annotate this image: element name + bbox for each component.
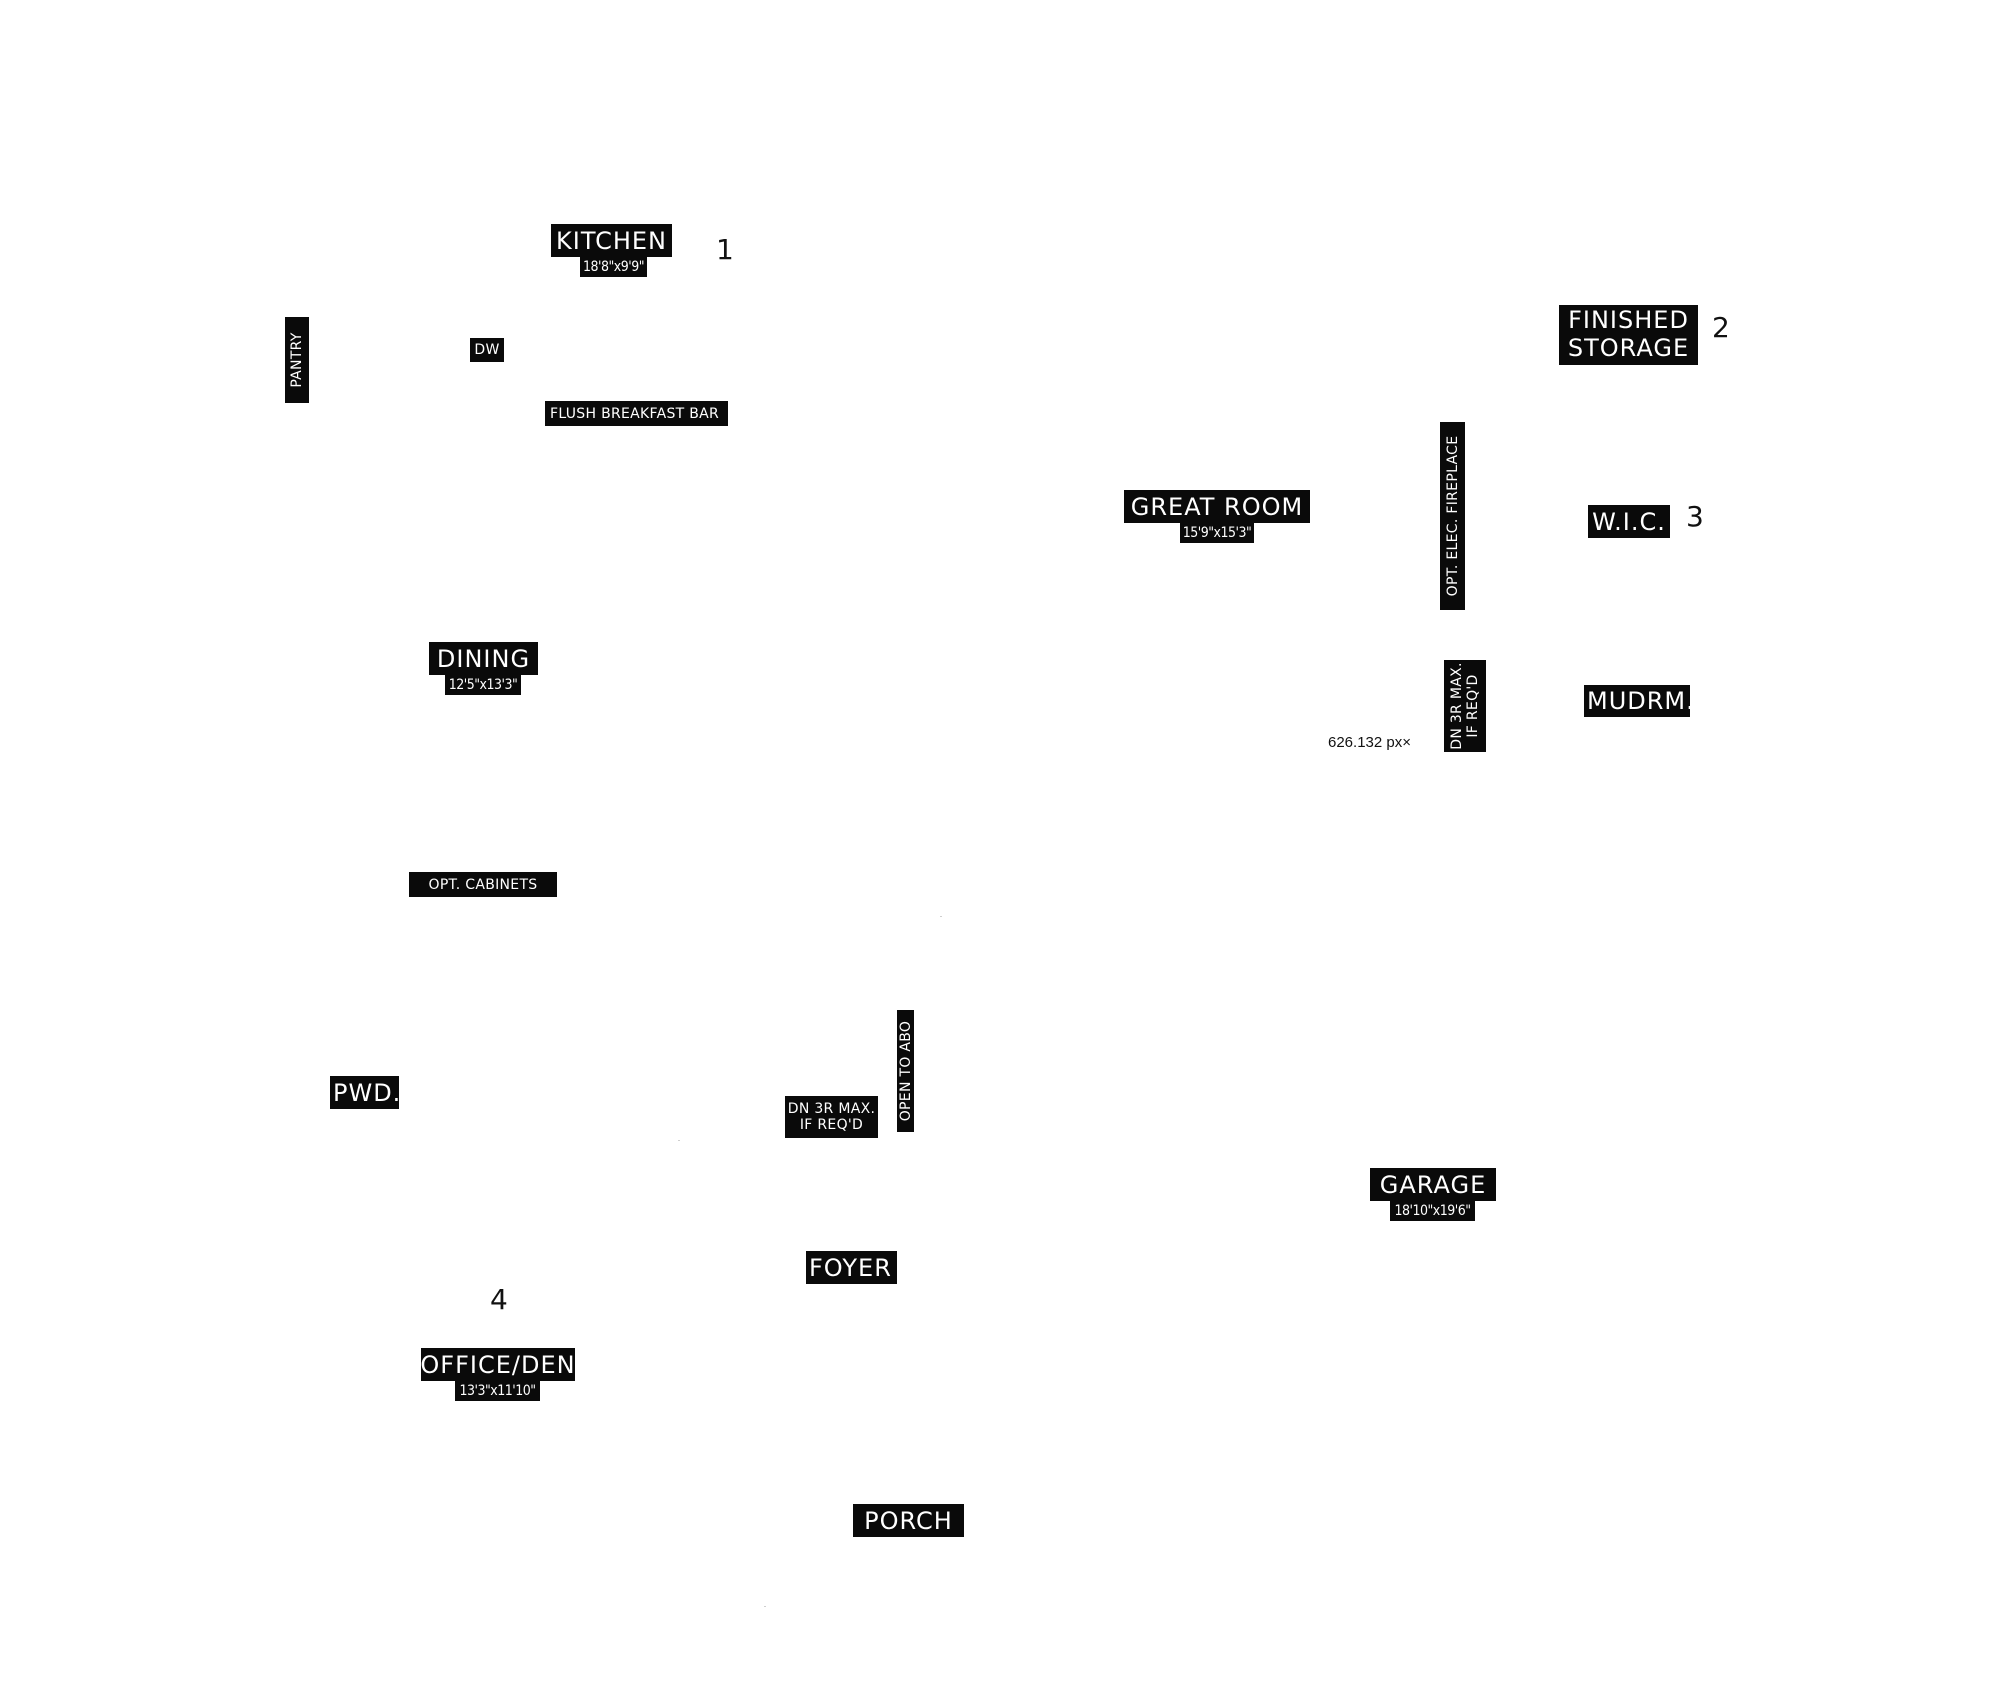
room-label-powder: PWD.: [330, 1076, 400, 1109]
room-label-kitchen: KITCHEN: [551, 224, 672, 257]
speck: [678, 1140, 680, 1141]
room-label-wic: W.I.C.: [1588, 505, 1670, 538]
stair-foyer-line2: IF REQ'D: [799, 1117, 864, 1133]
room-label-mudroom: MUDRM.: [1584, 685, 1694, 717]
room-label-office-den: OFFICE/DEN: [420, 1348, 575, 1381]
marker-1: 1: [716, 233, 734, 266]
marker-2: 2: [1712, 311, 1730, 344]
note-open-to-above: OPEN TO ABO: [897, 1010, 914, 1132]
note-opt-cabinets: OPT. CABINETS: [409, 872, 557, 897]
speck: [940, 916, 942, 917]
room-label-finished-storage: FINISHED STORAGE: [1559, 305, 1698, 365]
measurement-readout: 626.132 px×: [1328, 734, 1411, 751]
note-flush-breakfast-bar: FLUSH BREAKFAST BAR: [545, 401, 728, 426]
room-label-garage: GARAGE: [1370, 1168, 1496, 1201]
finished-storage-line2: STORAGE: [1567, 334, 1690, 362]
note-stair-garage: DN 3R MAX. IF REQ'D: [1444, 660, 1486, 752]
room-dim-dining: 12'5"x13'3": [445, 675, 521, 695]
room-dim-garage: 18'10"x19'6": [1390, 1201, 1475, 1221]
stair-garage-text: DN 3R MAX. IF REQ'D: [1449, 662, 1481, 750]
room-label-dining: DINING: [429, 642, 538, 675]
room-label-foyer: FOYER: [806, 1251, 897, 1284]
room-label-great-room: GREAT ROOM: [1124, 490, 1310, 523]
open-to-above-text: OPEN TO ABO: [897, 1020, 914, 1122]
room-dim-kitchen: 18'8"x9'9": [580, 257, 647, 277]
marker-3: 3: [1686, 500, 1704, 533]
speck: [764, 1606, 766, 1607]
stair-foyer-line1: DN 3R MAX.: [787, 1100, 876, 1117]
note-pantry: PANTRY: [285, 317, 309, 403]
note-opt-elec-fireplace: OPT. ELEC. FIREPLACE: [1440, 422, 1465, 610]
note-pantry-text: PANTRY: [288, 332, 305, 388]
note-stair-foyer: DN 3R MAX. IF REQ'D: [785, 1096, 878, 1138]
room-dim-great-room: 15'9"x15'3": [1180, 523, 1254, 543]
marker-4: 4: [490, 1283, 508, 1316]
room-label-porch: PORCH: [853, 1504, 964, 1537]
stair-garage-line2: IF REQ'D: [1465, 674, 1481, 738]
note-dw: DW: [470, 338, 504, 362]
room-dim-office-den: 13'3"x11'10": [455, 1381, 540, 1401]
finished-storage-line1: FINISHED: [1568, 306, 1689, 335]
note-fireplace-text: OPT. ELEC. FIREPLACE: [1444, 435, 1461, 597]
stair-garage-line1: DN 3R MAX.: [1448, 662, 1465, 750]
